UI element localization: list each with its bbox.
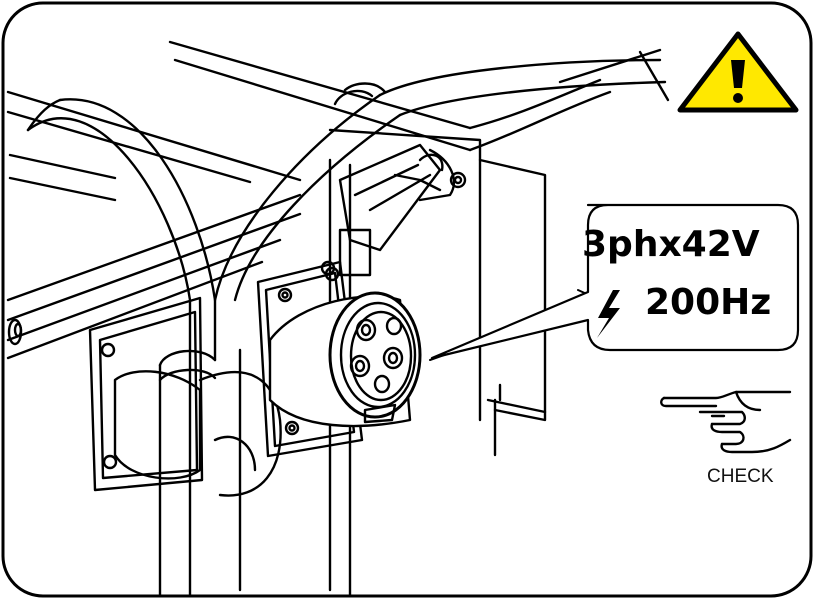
frequency-spec: 200Hz — [645, 282, 772, 323]
socket-hinged-lid — [320, 143, 444, 277]
voltage-spec: 3phx42V — [582, 224, 760, 265]
pointing-hand-icon — [660, 390, 792, 454]
generator-frame-rails — [6, 40, 670, 360]
spec-callout-bubble — [430, 203, 800, 360]
check-label: CHECK — [707, 466, 774, 487]
warning-triangle-icon — [677, 31, 799, 113]
lightning-bolt-icon — [597, 290, 620, 338]
power-socket — [268, 291, 422, 428]
carry-handle-tube — [26, 58, 667, 596]
